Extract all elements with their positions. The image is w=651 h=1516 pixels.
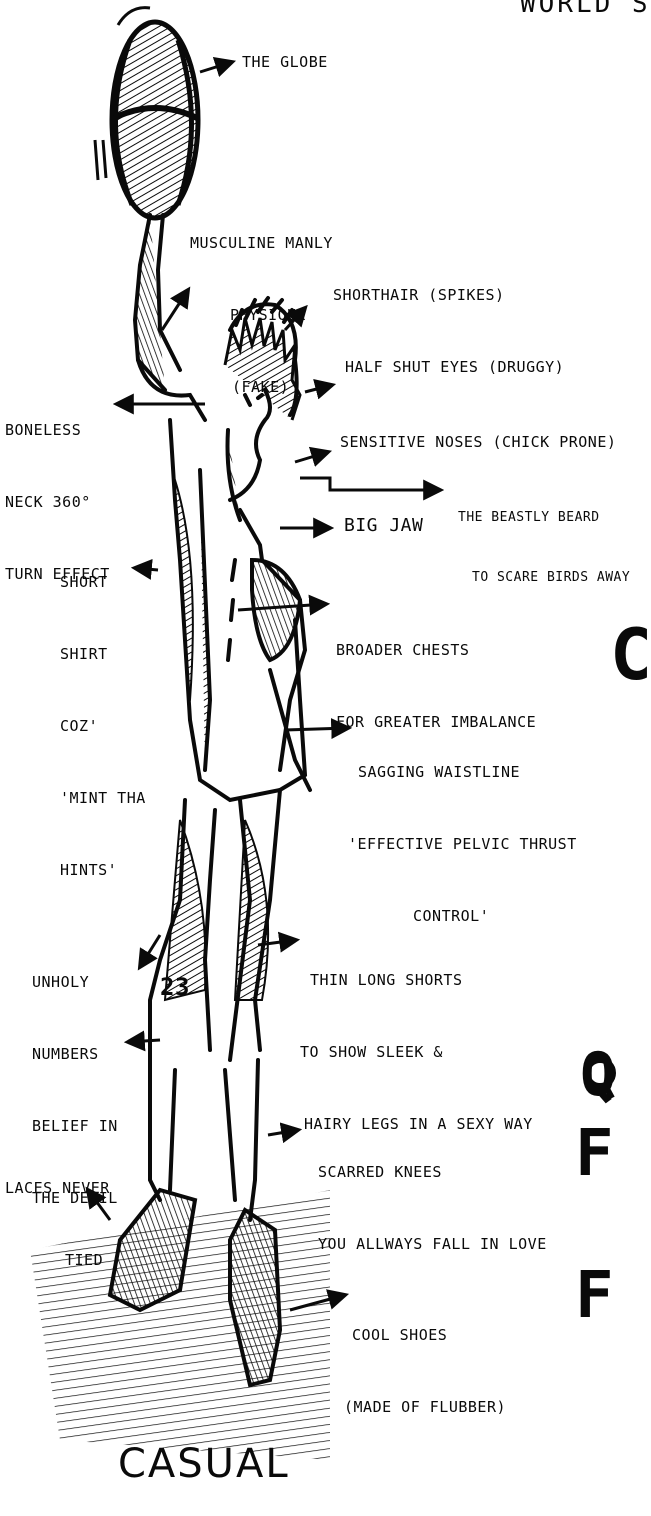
side-letter-f1: F [575, 1118, 614, 1190]
label-eyes: HALF SHUT EYES (DRUGGY) [345, 355, 564, 379]
label-jaw: BIG JAW [344, 514, 423, 538]
label-globe: THE GLOBE [242, 50, 328, 74]
footer-casual: CASUAL [118, 1440, 290, 1488]
side-letter-f2: F [575, 1260, 614, 1332]
label-noses: SENSITIVE NOSES (CHICK PRONE) [340, 430, 616, 454]
side-letter-c: C [610, 615, 651, 695]
jersey-number: 23 [160, 975, 190, 999]
label-shirt: SHORT SHIRT COZ' 'MINT THA HINTS' [60, 522, 146, 930]
label-hair: SHORTHAIR (SPIKES) [333, 283, 505, 307]
header-partial: WORLD'S [520, 0, 651, 16]
label-shoes: COOL SHOES (MADE OF FLUBBER) [352, 1275, 506, 1467]
globe-ball [95, 8, 198, 218]
side-letter-q: Q [580, 1040, 617, 1110]
label-laces: LACES NEVER TIED [5, 1128, 110, 1320]
label-physique: MUSCULINE MANLY PHYSIQUE (FAKE) [190, 183, 333, 447]
